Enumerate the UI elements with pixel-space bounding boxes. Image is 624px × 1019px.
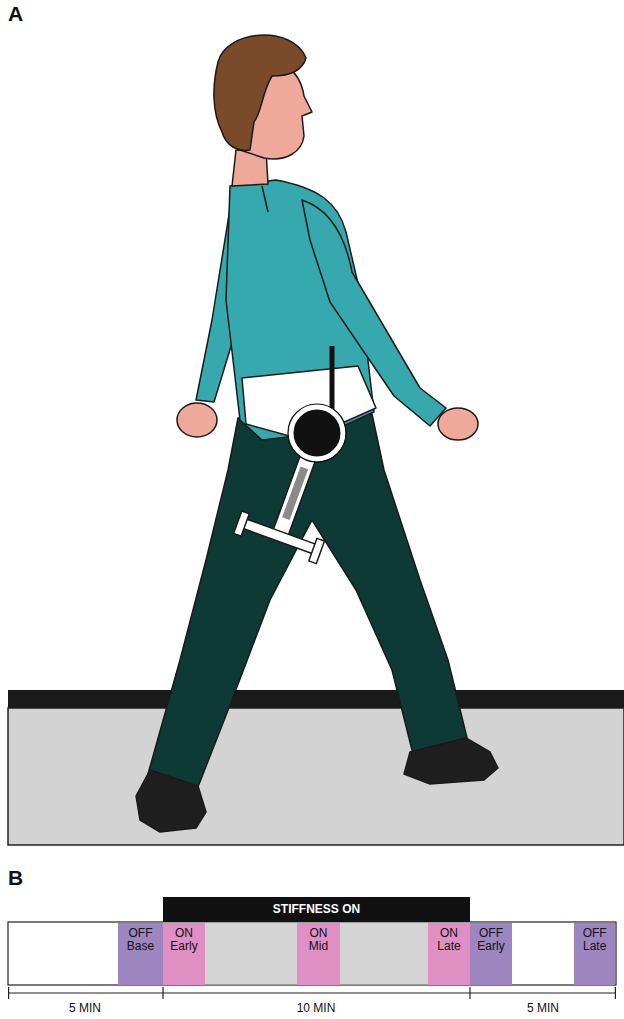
phase-label: ON Early — [165, 927, 203, 955]
phase-label: OFF Early — [472, 927, 510, 955]
phase-box: OFF Late — [574, 923, 615, 985]
timeline-bar — [8, 922, 616, 985]
time-scale — [8, 987, 616, 999]
phase-box: ON Late — [428, 923, 470, 985]
duration-label: 5 MIN — [69, 1001, 101, 1015]
panel-label: B — [8, 866, 23, 890]
stiffness-band: STIFFNESS ON — [163, 897, 470, 922]
phase-label: OFF Base — [120, 927, 161, 955]
floor-edge — [8, 690, 624, 708]
phase-label: ON Mid — [299, 927, 338, 955]
phase-label: ON Late — [430, 927, 468, 955]
phase-box: ON Mid — [297, 923, 340, 985]
walking-person — [136, 35, 498, 832]
phase-label: OFF Late — [576, 927, 613, 955]
phase-box: OFF Early — [470, 923, 512, 985]
phase-box: OFF Base — [118, 923, 163, 985]
duration-label: 5 MIN — [527, 1001, 559, 1015]
phase-box: ON Early — [163, 923, 205, 985]
stiffness-period — [163, 923, 470, 985]
band-label: STIFFNESS ON — [165, 903, 468, 916]
floor-surface — [8, 708, 624, 845]
duration-label: 10 MIN — [297, 1001, 336, 1015]
panel-label: A — [8, 2, 23, 26]
